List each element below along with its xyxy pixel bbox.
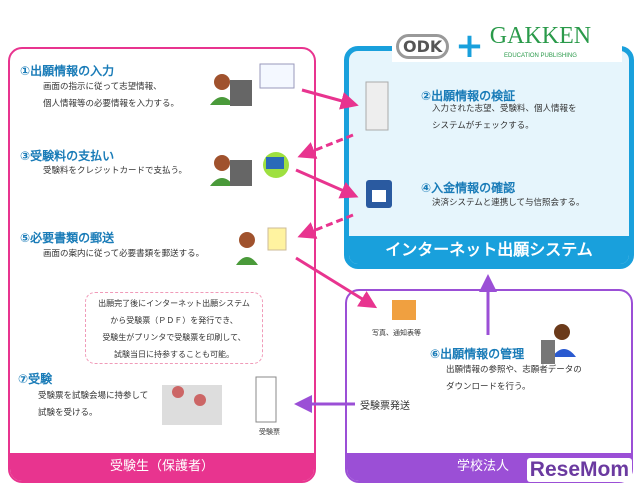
send-ticket-label: 受験票発送: [360, 401, 410, 412]
step4-text: 決済システムと連携して与信照会する。: [432, 198, 585, 208]
credit-card-icon: [263, 152, 289, 178]
step2-text: 入力された志望、受験料、個人情報をシステムがチェックする。: [432, 104, 577, 131]
arrow-step4-to-5: [297, 213, 354, 239]
pdf-note: 出願完了後にインターネット出願システムから受験票（ＰＤＦ）を発行でき、受験生がプ…: [85, 292, 263, 364]
resemom-watermark: ReseMom: [526, 458, 632, 482]
server-icon: [365, 81, 389, 131]
step5-title: ⑤必要書類の郵送: [20, 231, 115, 245]
envelope-icon: [392, 300, 416, 320]
arrow-step5-to-school: [295, 256, 378, 309]
school-panel: 学校法人: [345, 289, 633, 483]
step1-title: ①出願情報の入力: [20, 64, 115, 78]
arrow-step1-to-2: [301, 88, 359, 110]
payment-check-icon: [366, 180, 392, 208]
step6-title: ⑥出願情報の管理: [430, 347, 525, 361]
step7-title: ⑦受験: [18, 372, 53, 386]
step6-text: 出願情報の参照や、志願者データのダウンロードを行う。: [446, 365, 582, 392]
arrow-step3-to-4: [295, 168, 359, 199]
step5-text: 画面の案内に従って必要書類を郵送する。: [43, 249, 205, 259]
arrow-step2-to-3: [297, 133, 354, 159]
students-exam-icon: [162, 385, 222, 425]
mail-label: 写真、通知表等: [372, 329, 421, 337]
step2-title: ②出願情報の検証: [421, 89, 516, 103]
form-screen-icon: [259, 63, 295, 89]
system-label: インターネット出願システム: [349, 236, 629, 264]
plus-icon: +: [455, 26, 484, 66]
step3-text: 受験料をクレジットカードで支払う。: [43, 166, 187, 176]
step4-title: ④入金情報の確認: [421, 181, 516, 195]
document-icon: [267, 227, 287, 251]
person-writing-icon: [236, 232, 258, 265]
ticket-label: 受験票: [259, 428, 280, 436]
admin-computer-icon: [541, 324, 576, 364]
exam-ticket-icon: [255, 376, 277, 423]
step3-title: ③受験料の支払い: [20, 149, 115, 163]
step1-text: 画面の指示に従って志望情報、個人情報等の必要情報を入力する。: [43, 82, 180, 109]
person-computer-icon-2: [210, 155, 252, 186]
person-computer-icon-1: [210, 74, 252, 106]
system-panel: インターネット出願システム: [344, 46, 634, 269]
applicant-label: 受験生（保護者）: [10, 453, 314, 481]
step7-text: 受験票を試験会場に持参して試験を受ける。: [38, 391, 149, 418]
odk-logo: ODK: [396, 33, 450, 59]
